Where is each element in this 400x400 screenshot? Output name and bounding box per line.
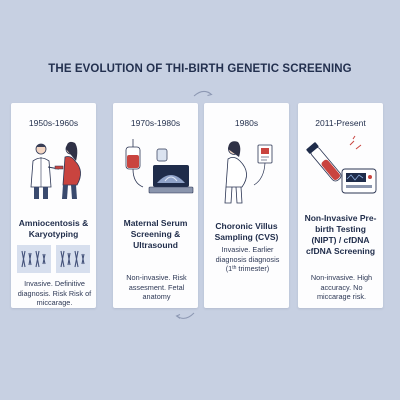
timeline-card-1970s: 1970s-1980s Maternal Serum Screening & U… <box>113 103 198 308</box>
timeline-card-1980s: 1980s Choronic Villus Sampling (CVS) Inv… <box>204 103 289 308</box>
cycle-arrow-top-icon <box>193 90 213 97</box>
karyotype-chromosome-icon <box>17 245 90 273</box>
card-description: Non-invasive. Risk assesment. Fetal anat… <box>126 273 187 301</box>
page-title: THE EVOLUTION OF THI-BIRTH GENETIC SCREE… <box>48 63 352 75</box>
card-method-name: Amniocentosis & Karyotyping <box>18 218 89 239</box>
card-era: 1970s-1980s <box>130 118 181 128</box>
card-description-superscript: th <box>232 265 237 271</box>
timeline-card-2011-present: 2011-Present Non-Invasive Pre-birth Test… <box>298 103 383 308</box>
cycle-arrow-bottom-icon <box>175 312 195 319</box>
blood-tube-sequencer-illustration-icon <box>306 135 377 194</box>
card-era: 1950s-1960s <box>28 118 79 128</box>
blood-bag-ultrasound-illustration-icon <box>125 139 194 194</box>
card-description-tail: trimester) <box>236 264 270 273</box>
pregnant-woman-test-illustration-icon <box>224 141 273 204</box>
card-method-name: Maternal Serum Screening & Ultrasound <box>123 218 188 250</box>
card-description: Invasive. Earlier diagnosis diagnosis (1… <box>210 245 285 274</box>
card-description-main: Invasive. Earlier diagnosis diagnosis (1 <box>215 245 280 273</box>
card-method-name: Non-Invasive Pre-birth Testing (NIPT) / … <box>304 213 377 256</box>
card-era: 1980s <box>234 118 259 128</box>
card-era: 2011-Present <box>315 118 366 128</box>
card-description: Invasive. Definitive diagnosis. Risk Ris… <box>17 279 92 307</box>
timeline-card-1950s: 1950s-1960s Amniocentosis & Karyotyping … <box>11 103 96 308</box>
doctor-patient-illustration-icon <box>30 141 81 199</box>
card-method-name: Choronic Villus Sampling (CVS) <box>214 221 279 242</box>
card-description: Non-invasive. High accuracy. No miccarag… <box>310 273 373 301</box>
